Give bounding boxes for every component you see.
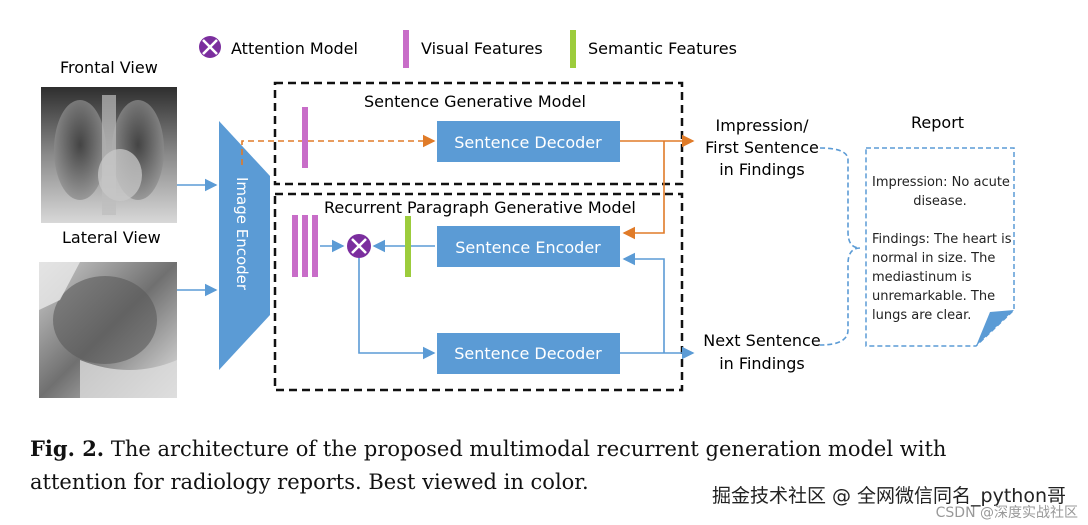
report-line: Impression: No acute (872, 175, 1010, 190)
report-line: mediastinum is (872, 270, 972, 285)
report-line: Findings: The heart is (872, 232, 1012, 247)
next-sentence-output-label: Next Sentence in Findings (703, 331, 820, 373)
frontal-view-label: Frontal View (60, 58, 158, 77)
report-line: disease. (913, 194, 967, 209)
architecture-diagram: Attention Model Visual Features Semantic… (39, 30, 1015, 398)
legend-semantic-label: Semantic Features (588, 39, 737, 58)
report-title: Report (911, 113, 964, 132)
watermark-csdn: CSDN @深度实战社区 (935, 505, 1078, 521)
semantic-feature-bar (405, 216, 411, 277)
svg-text:First Sentence: First Sentence (705, 138, 819, 157)
report-document (865, 147, 1015, 347)
image-encoder-label: Image Encoder (233, 177, 251, 291)
svg-text:in Findings: in Findings (719, 354, 805, 373)
sentence-decoder-top (437, 121, 620, 162)
lateral-xray-image (39, 262, 177, 398)
svg-text:in Findings: in Findings (719, 160, 805, 179)
sentence-decoder-bottom-label: Sentence Decoder (454, 344, 602, 363)
legend: Attention Model Visual Features Semantic… (199, 30, 737, 68)
watermark: 掘金技术社区 @ 全网微信同名_python哥 (707, 481, 1070, 508)
legend-visual-label: Visual Features (421, 39, 543, 58)
report-text: Impression: No acute disease. Findings: Th… (872, 175, 1012, 323)
paragraph-generative-model-box (273, 192, 684, 392)
report-line: normal in size. The (872, 251, 995, 266)
report-line: lungs are clear. (872, 308, 971, 323)
sentence-encoder (437, 226, 620, 267)
caption-label: Fig. 2. (30, 436, 105, 461)
visual-features-icon (403, 30, 409, 68)
semantic-features-icon (570, 30, 576, 68)
figure-caption: Fig. 2. The architecture of the proposed… (30, 432, 1030, 499)
sentence-generative-model-box (273, 81, 684, 186)
sentence-encoder-label: Sentence Encoder (455, 238, 601, 257)
visual-feature-stack (292, 215, 318, 277)
frontal-xray-image (41, 87, 177, 223)
lateral-view-label: Lateral View (62, 228, 161, 247)
sentence-decoder-top-label: Sentence Decoder (454, 133, 602, 152)
attention-cross-icon (202, 39, 218, 55)
svg-text:Next Sentence: Next Sentence (703, 331, 820, 350)
sentence-model-title: Sentence Generative Model (364, 92, 586, 111)
impression-output-label: Impression/ First Sentence in Findings (705, 116, 819, 179)
visual-feature-bar (302, 107, 308, 168)
image-encoder: Image Encoder (219, 121, 270, 370)
svg-text:Impression/: Impression/ (716, 116, 810, 135)
paragraph-model-title: Recurrent Paragraph Generative Model (324, 198, 636, 217)
report-brace (819, 147, 861, 346)
caption-text: The architecture of the proposed multimo… (30, 437, 947, 494)
sentence-decoder-bottom (437, 333, 620, 374)
report-line: unremarkable. The (872, 289, 995, 304)
legend-attention-label: Attention Model (231, 39, 358, 58)
